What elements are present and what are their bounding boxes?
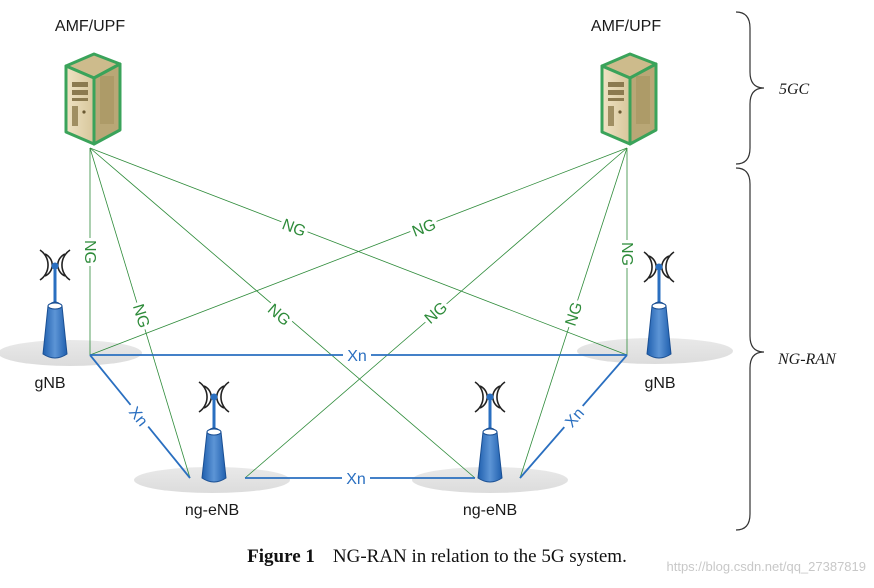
figure-caption-text: NG-RAN in relation to the 5G system. <box>332 546 627 567</box>
ng-links <box>89 147 628 479</box>
xn-links <box>89 354 628 479</box>
xn-label: Xn <box>346 471 366 488</box>
ng-label: NG <box>618 242 635 266</box>
ngenb-left-label: ng-eNB <box>185 502 239 519</box>
gnb-left-label: gNB <box>34 375 65 392</box>
antenna-icon <box>474 381 506 483</box>
brace-ng-ran <box>735 167 765 531</box>
ng-label: NG <box>81 240 98 264</box>
gnb-left-shadow <box>0 340 142 366</box>
figure-number: Figure 1 <box>247 546 315 567</box>
ng-label: NG <box>563 300 587 328</box>
ngenb-right-label: ng-eNB <box>463 502 517 519</box>
server-icon <box>64 52 122 146</box>
ng-ran-label: NG-RAN <box>777 351 837 368</box>
antenna-icon <box>39 249 71 359</box>
watermark: https://blog.csdn.net/qq_27387819 <box>666 559 867 574</box>
ng-label: NG <box>264 301 293 330</box>
5gc-label: 5GC <box>779 81 810 98</box>
xn-label: Xn <box>347 348 367 365</box>
ng-labels: NG NG NG NG NG NG NG NG <box>81 214 636 332</box>
antenna-icon <box>643 251 675 359</box>
brace-5gc <box>735 11 765 165</box>
core-left-label: AMF/UPF <box>55 18 125 35</box>
ng-link <box>89 147 628 356</box>
gnb-right-label: gNB <box>644 375 675 392</box>
figure-caption: Figure 1 NG-RAN in relation to the 5G sys… <box>0 546 874 568</box>
antenna-icon <box>198 381 230 483</box>
xn-labels: Xn Xn Xn Xn <box>123 346 590 488</box>
server-icon <box>600 52 658 146</box>
ng-label: NG <box>129 302 152 330</box>
core-right-label: AMF/UPF <box>591 18 661 35</box>
